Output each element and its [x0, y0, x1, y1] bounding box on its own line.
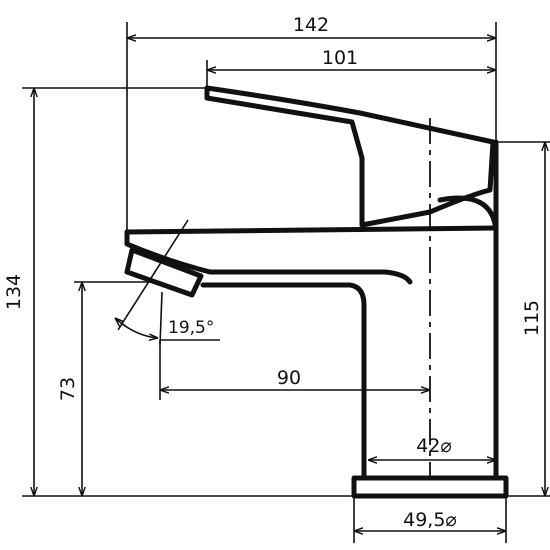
- label-spout-height: 73: [57, 377, 79, 401]
- lever-handle: [204, 85, 496, 228]
- dimension-spout-reach: 90: [159, 340, 430, 400]
- dimension-body-diameter: 42⌀: [368, 435, 496, 460]
- dimension-overall-height: 134: [3, 87, 354, 497]
- label-body-height: 115: [521, 300, 543, 336]
- base-plate: [351, 475, 509, 499]
- dimension-overall-length: 142: [126, 14, 497, 232]
- label-body-diameter: 42⌀: [416, 435, 452, 457]
- dimension-body-height: 115: [496, 141, 550, 497]
- spout-top: [124, 225, 499, 235]
- label-spout-reach: 90: [277, 367, 301, 389]
- faucet-outline: [124, 85, 509, 499]
- label-base-diameter: 49,5⌀: [403, 509, 457, 531]
- label-lever-length: 101: [322, 47, 358, 69]
- dimension-base-diameter: 49,5⌀: [353, 496, 507, 543]
- label-aerator-angle: 19,5°: [168, 318, 214, 338]
- dimension-spout-height: 73: [57, 281, 150, 496]
- spout-bottom: [124, 229, 413, 285]
- dimension-lever-length: 101: [206, 47, 496, 88]
- label-overall-height: 134: [3, 274, 25, 310]
- label-overall-length: 142: [293, 14, 329, 36]
- aerator: [124, 247, 204, 298]
- dimension-aerator-angle: 19,5°: [115, 219, 220, 346]
- body-inner-curve: [200, 282, 367, 481]
